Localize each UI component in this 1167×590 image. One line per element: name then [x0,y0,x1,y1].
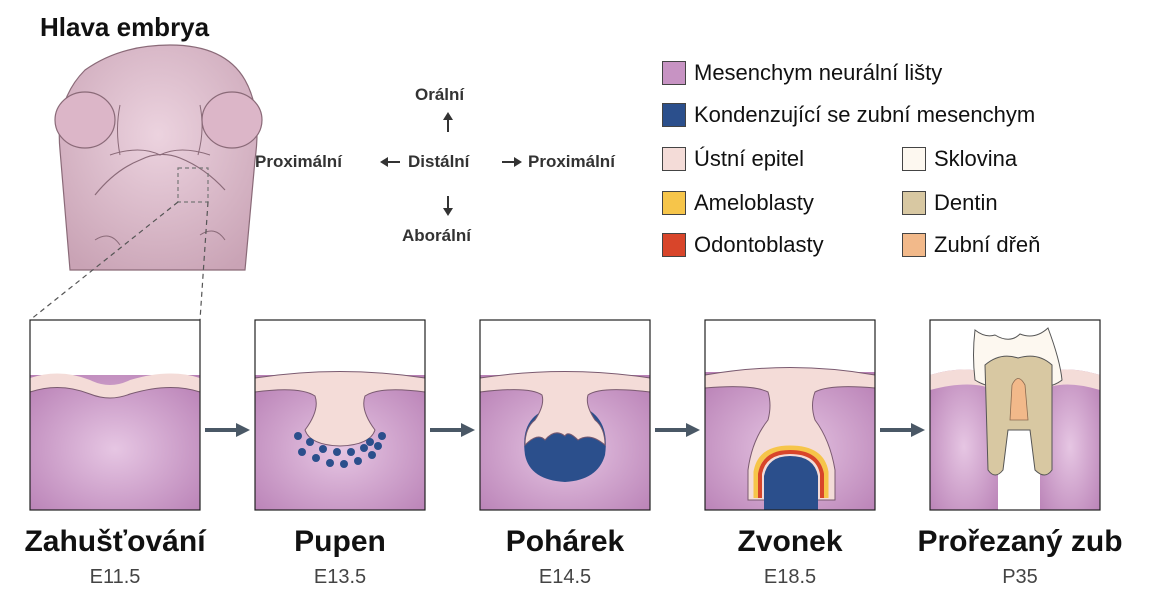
legend-swatch [662,61,686,85]
legend-swatch [902,147,926,171]
stage-panel-cap [480,320,650,510]
legend-item: Zubní dřeň [902,232,1040,258]
legend-item: Ústní epitel [662,146,804,172]
stage-panel-bell [705,320,875,510]
legend-label: Odontoblasty [694,232,824,258]
legend-label: Sklovina [934,146,1017,172]
legend-item: Mesenchym neurální lišty [662,60,942,86]
stage-code-cap: E14.5 [445,566,685,589]
legend-item: Sklovina [902,146,1017,172]
legend-item: Dentin [902,190,998,216]
stage-name-cap: Pohárek [445,525,685,559]
stage-code-erupted-tooth: P35 [900,566,1140,589]
legend-swatch [662,233,686,257]
axis-label-proximal-left: Proximální [255,152,342,172]
legend-label: Zubní dřeň [934,232,1040,258]
legend-swatch [662,147,686,171]
stage-code-bell: E18.5 [670,566,910,589]
legend-label: Dentin [934,190,998,216]
stage-name-bell: Zvonek [670,525,910,559]
legend-swatch [902,191,926,215]
legend-swatch [902,233,926,257]
embryo-head-illustration [55,45,262,270]
stage-name-bud: Pupen [220,525,460,559]
stage-panel-bud [255,320,425,510]
legend-item: Ameloblasty [662,190,814,216]
stage-name-initiation: Zahušťování [0,525,235,559]
legend-swatch [662,103,686,127]
stage-code-initiation: E11.5 [0,566,235,589]
legend-label: Kondenzující se zubní mesenchym [694,102,1035,128]
legend-item: Odontoblasty [662,232,824,258]
stage-name-erupted-tooth: Prořezaný zub [900,525,1140,559]
legend-label: Mesenchym neurální lišty [694,60,942,86]
legend-swatch [662,191,686,215]
legend-label: Ústní epitel [694,146,804,172]
axis-label-distal: Distální [408,152,469,172]
axis-label-oral: Orální [415,85,464,105]
stage-code-bud: E13.5 [220,566,460,589]
legend-item: Kondenzující se zubní mesenchym [662,102,1035,128]
axis-label-aboral: Aborální [402,226,471,246]
axis-label-proximal-right: Proximální [528,152,615,172]
legend-label: Ameloblasty [694,190,814,216]
stage-panel-initiation [30,320,200,510]
stage-panel-erupted-tooth [930,320,1100,510]
